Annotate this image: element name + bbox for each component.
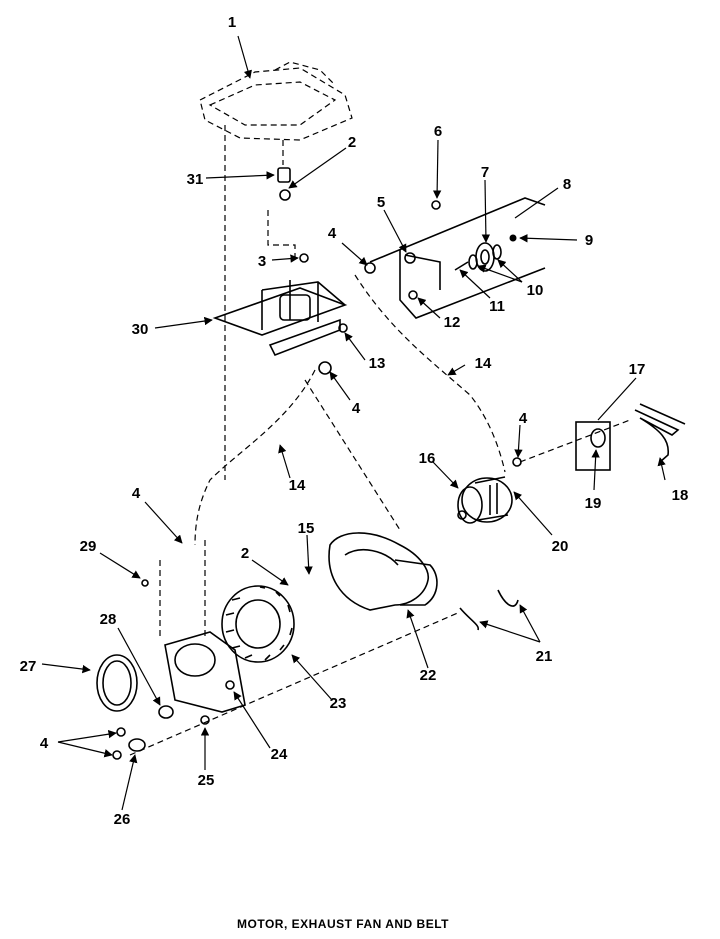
label-14b: 14 xyxy=(289,477,306,494)
label-6: 6 xyxy=(434,123,442,140)
label-17: 17 xyxy=(629,361,646,378)
label-4c: 4 xyxy=(519,410,528,427)
blower-back-plate xyxy=(159,540,246,713)
label-21: 21 xyxy=(536,648,553,665)
label-9: 9 xyxy=(585,232,593,249)
label-20: 20 xyxy=(552,538,569,555)
label-24: 24 xyxy=(271,746,288,763)
label-2b: 2 xyxy=(241,545,249,562)
label-1: 1 xyxy=(228,14,236,31)
fan-wheel xyxy=(221,585,295,663)
label-7: 7 xyxy=(481,164,489,181)
label-30: 30 xyxy=(132,321,149,338)
drive-belt xyxy=(519,403,686,471)
label-28: 28 xyxy=(100,611,117,628)
label-31: 31 xyxy=(187,171,204,188)
small-hardware xyxy=(96,579,210,760)
label-23: 23 xyxy=(330,695,347,712)
wire-jumpers xyxy=(459,589,519,631)
label-13: 13 xyxy=(369,355,386,372)
label-16: 16 xyxy=(419,450,436,467)
label-12: 12 xyxy=(444,314,461,331)
leader-lines xyxy=(41,35,666,811)
label-15: 15 xyxy=(298,520,315,537)
latch-and-screw xyxy=(267,140,296,260)
label-4e: 4 xyxy=(40,735,49,752)
label-27: 27 xyxy=(20,658,37,675)
diagram-caption: MOTOR, EXHAUST FAN AND BELT xyxy=(237,917,449,931)
motor-mount-bracket xyxy=(212,253,348,375)
shaft-axis xyxy=(129,611,461,756)
blower-housing xyxy=(328,532,438,611)
idler-pulley-assembly xyxy=(364,197,546,319)
wire-harness xyxy=(194,274,506,546)
label-5: 5 xyxy=(377,194,385,211)
label-18: 18 xyxy=(672,487,689,504)
part-labels: 1 2 3 4 5 6 7 8 9 10 11 12 13 14 15 16 1… xyxy=(20,14,689,828)
label-4d: 4 xyxy=(132,485,141,502)
label-29: 29 xyxy=(80,538,97,555)
label-11: 11 xyxy=(489,298,505,315)
drive-motor xyxy=(457,457,522,524)
label-3: 3 xyxy=(258,253,266,270)
label-2: 2 xyxy=(348,134,356,151)
label-25: 25 xyxy=(198,772,215,789)
label-19: 19 xyxy=(585,495,602,512)
label-4b: 4 xyxy=(352,400,361,417)
label-14a: 14 xyxy=(475,355,492,372)
top-housing xyxy=(199,61,353,480)
label-4: 4 xyxy=(328,225,337,242)
label-10: 10 xyxy=(527,282,544,299)
label-26: 26 xyxy=(114,811,131,828)
label-8: 8 xyxy=(563,176,571,193)
label-22: 22 xyxy=(420,667,437,684)
